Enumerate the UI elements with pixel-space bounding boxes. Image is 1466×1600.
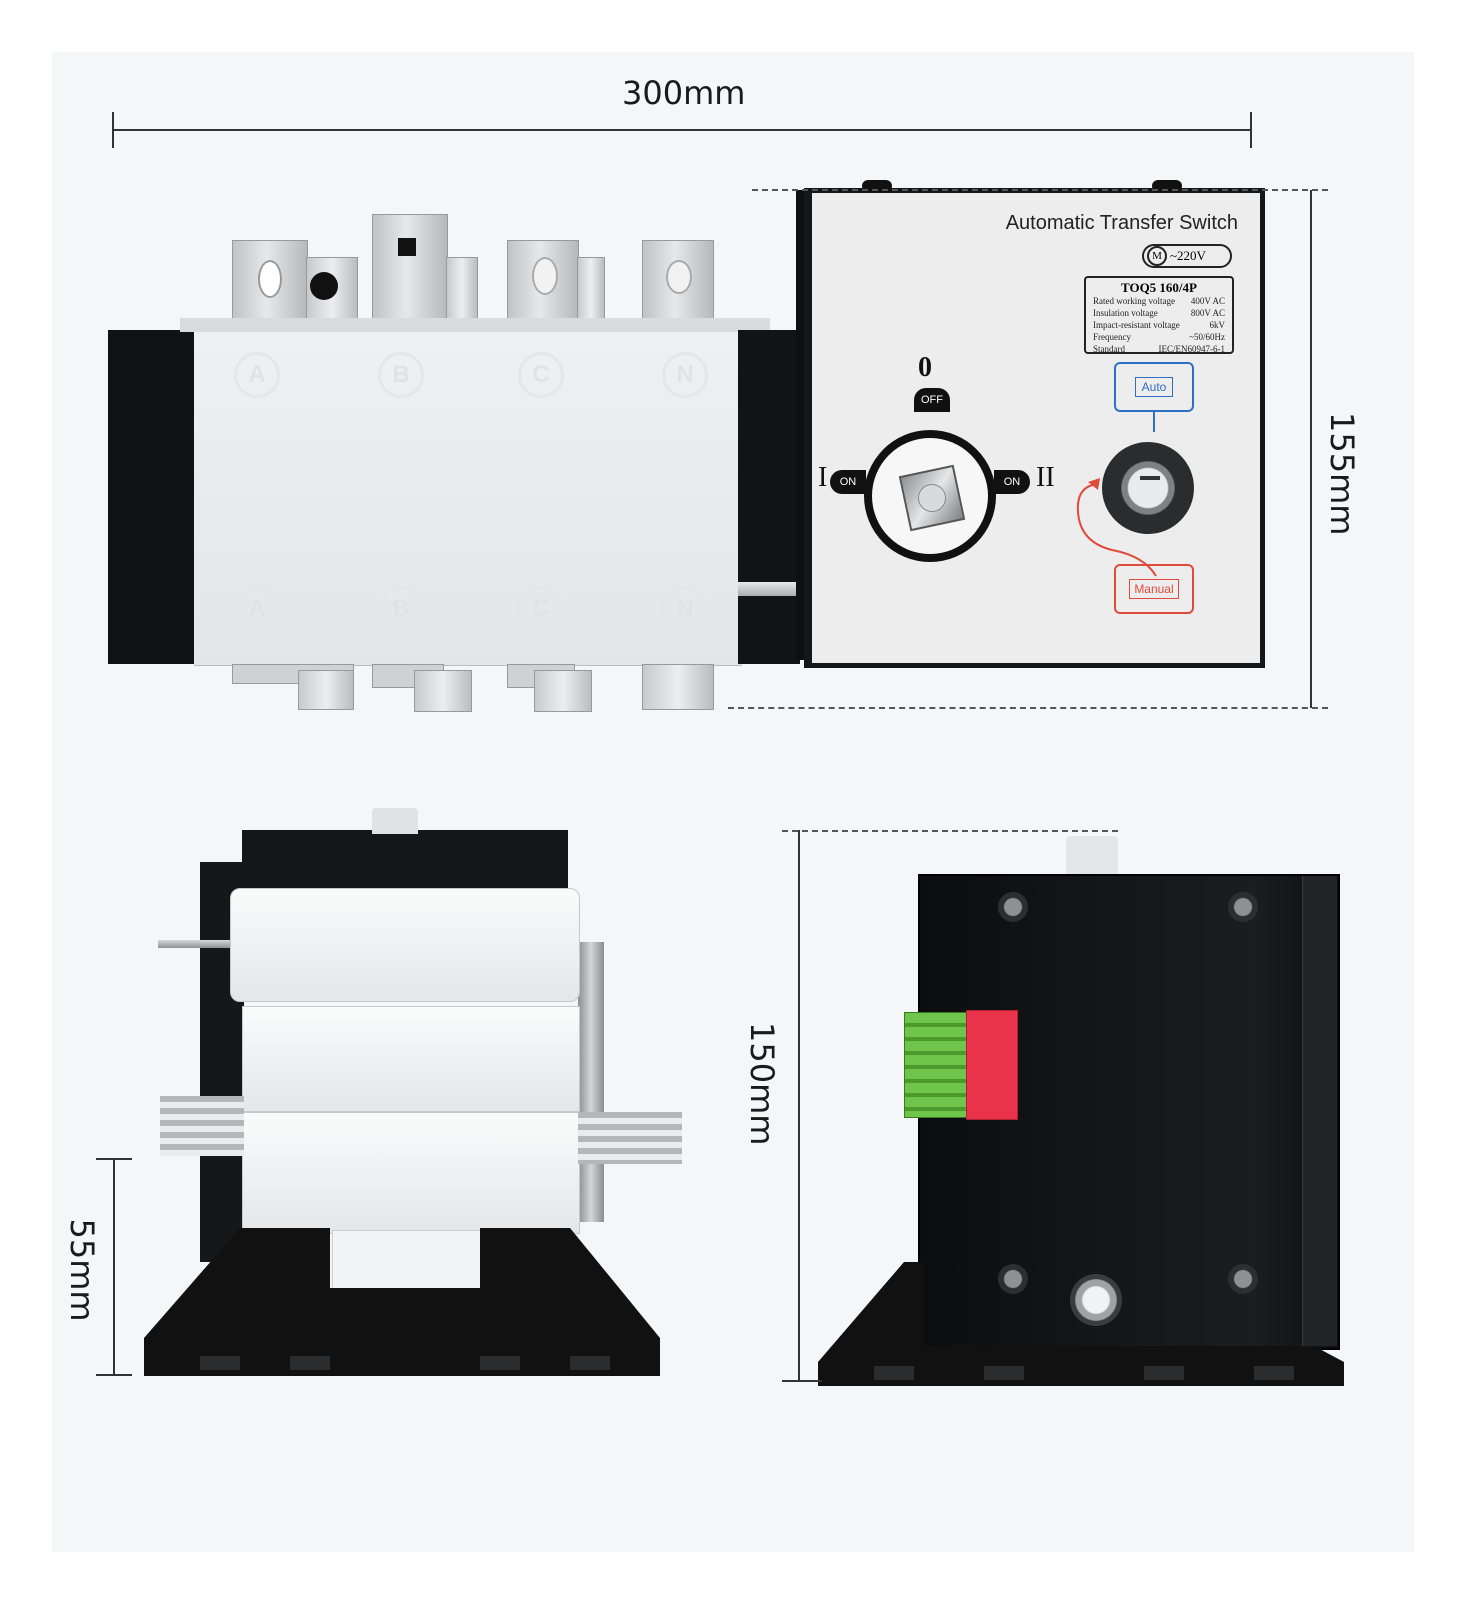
module-title: Automatic Transfer Switch [1005, 212, 1238, 234]
side-height-line [798, 830, 800, 1382]
mode-key-switch[interactable] [1102, 442, 1194, 534]
side-view-bracket [578, 942, 604, 1222]
side-height-tick-bottom [782, 1380, 822, 1382]
manual-mode-label: Manual [1129, 579, 1179, 599]
side-view-module-3 [242, 1112, 580, 1234]
right-view-top-nub [1066, 836, 1118, 876]
side-view-top-cap [242, 830, 568, 888]
side-view-module-1 [230, 888, 580, 1002]
position-off-number: 0 [918, 352, 932, 383]
height-dimension-label: 155mm [1323, 412, 1361, 536]
width-dimension-tick-left [112, 112, 114, 148]
base-dimension-line [113, 1158, 115, 1376]
phase-label-bottom-c: C [518, 586, 564, 632]
model-number: TOQ5 160/4P [1121, 280, 1197, 295]
mode-key-slot [1140, 476, 1160, 480]
position-1-tab: ON [830, 470, 866, 494]
side-height-label: 150mm [743, 1022, 781, 1146]
width-dimension-label: 300mm [622, 74, 746, 112]
position-1-number: I [818, 462, 828, 493]
terminal-block-red [966, 1010, 1018, 1120]
width-dimension-line [112, 129, 1252, 131]
height-dimension-line [1310, 190, 1312, 708]
phase-label-top-n: N [662, 352, 708, 398]
rotary-switch-center [918, 484, 946, 512]
side-view-terminals-right [578, 1112, 682, 1164]
lock-pin [738, 582, 808, 596]
phase-label-bottom-n: N [662, 586, 708, 632]
side-view-top-nub [372, 808, 418, 834]
auto-arrow [1153, 412, 1155, 432]
ground-screw-icon [1070, 1274, 1122, 1326]
voltage-text: ~220V [1170, 248, 1206, 263]
phase-label-bottom-a: A [234, 586, 280, 632]
motor-symbol: M [1147, 246, 1167, 266]
terminal-block-green [904, 1012, 968, 1118]
manual-arrow [1076, 478, 1157, 577]
base-dimension-label: 55mm [63, 1218, 101, 1322]
side-view-rod [158, 940, 248, 948]
position-2-number: II [1036, 462, 1055, 493]
screw-icon [998, 1264, 1028, 1294]
image-panel: 300mm A B C N A B C N [52, 52, 1414, 1552]
width-dimension-tick-right [1250, 112, 1252, 148]
auto-mode-label: Auto [1134, 377, 1174, 397]
phase-label-bottom-b: B [378, 586, 424, 632]
right-view-housing-edge [1302, 876, 1337, 1346]
side-view-terminals-left [160, 1096, 244, 1156]
phase-label-top-c: C [518, 352, 564, 398]
height-dimension-ext-top [752, 189, 1328, 191]
manual-mode-box: Manual [1114, 564, 1194, 614]
spec-row: Frequency~50/60Hz [1093, 332, 1225, 342]
screw-icon [1228, 892, 1258, 922]
side-view-base-block [332, 1230, 484, 1290]
side-view-mounting-base [144, 1228, 660, 1376]
front-end-cap-left [108, 330, 194, 664]
motor-voltage-badge: M ~220V [1142, 244, 1232, 268]
height-dimension-ext-bottom [728, 707, 1328, 709]
position-off-tab: OFF [914, 388, 950, 412]
control-module [804, 188, 1265, 668]
screw-icon [998, 892, 1028, 922]
right-view-mounting-base [818, 1262, 1344, 1386]
position-2-tab: ON [994, 470, 1030, 494]
front-body-shoulder [180, 318, 770, 332]
auto-mode-box: Auto [1114, 362, 1194, 412]
phase-label-top-b: B [378, 352, 424, 398]
side-height-ext-top [782, 830, 1118, 832]
phase-label-top-a: A [234, 352, 280, 398]
front-body [194, 330, 742, 666]
front-end-cap-right [738, 330, 800, 664]
screw-icon [1228, 1264, 1258, 1294]
side-view-module-2 [242, 1006, 580, 1112]
